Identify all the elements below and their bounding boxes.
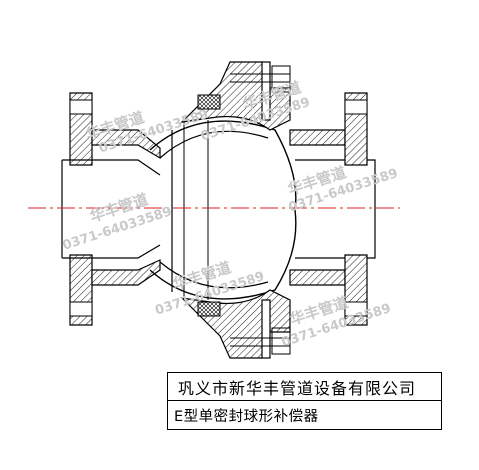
right-flange-bolt-bottom [344, 301, 368, 317]
ball-inner-top [159, 130, 269, 159]
gland-plate-top [261, 61, 271, 121]
watermark-4: 华丰管道 0371-64033589 [61, 190, 174, 254]
left-neck-outline [92, 159, 161, 259]
left-bore-outline [61, 159, 92, 259]
title-block: 巩义市新华丰管道设备有限公司 E型单密封球形补偿器 [167, 372, 442, 430]
left-flange-bolt-top [69, 99, 93, 115]
right-pipe-wall-bottom [289, 269, 346, 286]
seal-ring-bottom [197, 301, 221, 317]
gland-plate-bottom [261, 299, 271, 359]
ball-sphere-outline [149, 120, 297, 300]
company-name: 巩义市新华丰管道设备有限公司 [168, 373, 441, 401]
left-flange-bolt-bottom [69, 301, 93, 317]
bolt-bottom [230, 327, 291, 355]
watermark-6: 华丰管道 0371-64033589 [280, 293, 393, 350]
seal-ring-top [197, 94, 221, 110]
right-pipe-wall-top [289, 129, 346, 146]
bolt-top [230, 65, 291, 93]
left-pipe-wall-bottom [91, 259, 161, 286]
ball-inner-bottom [159, 261, 269, 289]
watermark-3: 华丰管道 0371-64033589 [286, 163, 400, 215]
right-flange-bolt-top [344, 99, 368, 115]
product-name: E型单密封球形补偿器 [174, 408, 319, 425]
right-bore-outline [295, 159, 376, 259]
